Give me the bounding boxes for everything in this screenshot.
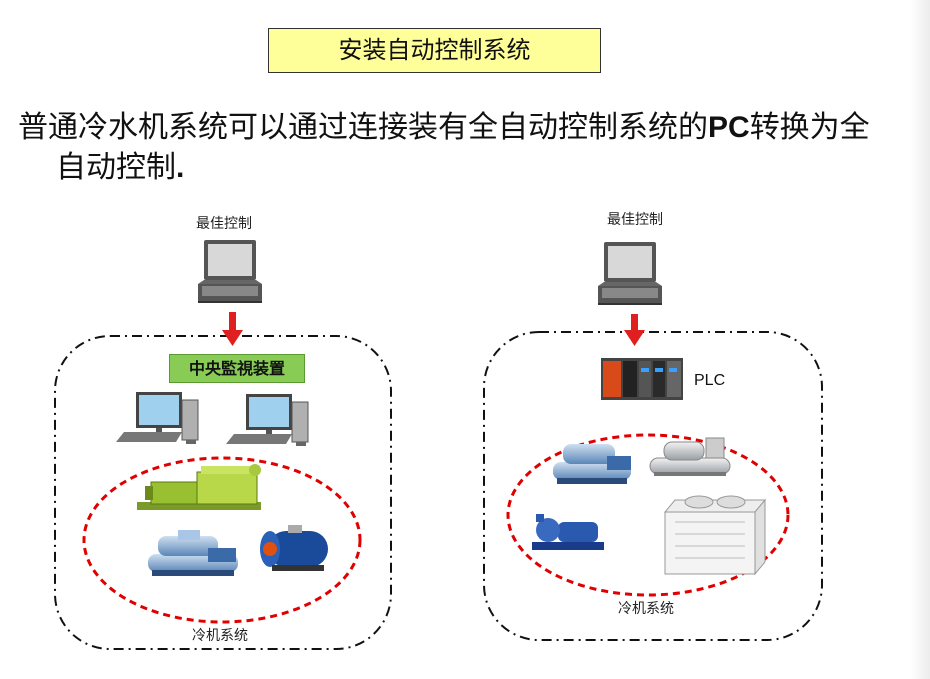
desktop-computer-icon [226,394,309,446]
pump-icon [532,514,604,550]
boiler-icon [260,525,328,571]
left-chiller-ellipse [82,456,362,624]
arrow-down-icon [624,314,645,346]
slide-title: 安装自动控制系统 [268,28,601,73]
right-bottom-label: 冷机系统 [618,601,674,617]
generator-icon [137,464,261,510]
description-mid: 转换为全 [749,110,870,145]
plc-icon [601,358,683,400]
slide-edge-shadow [910,0,930,679]
laptop-icon [598,242,662,305]
right-top-label: 最佳控制 [607,212,663,228]
cooling-tower-icon [663,495,767,576]
chiller-icon [148,530,238,576]
chiller-icon [553,444,631,484]
plc-label: PLC [694,372,726,389]
left-top-label: 最佳控制 [196,216,252,232]
right-panel-frame [483,331,823,641]
centrifugal-chiller-icon [649,437,731,476]
right-chiller-ellipse [506,433,790,597]
description-text: 普通冷水机系统可以通过连接装有全自动控制系统的PC转换为全 自动控制. [18,108,918,188]
desktop-computer-icon [116,392,199,444]
arrow-down-icon [222,312,243,346]
description-prefix: 普通冷水机系统可以通过连接装有全自动控制系统的 [18,110,708,145]
description-bold: PC [708,111,750,144]
description-line2: 自动控制 [56,150,176,185]
left-panel-frame [54,335,392,650]
left-bottom-label: 冷机系统 [192,628,248,644]
central-monitor-box: 中央監視装置 [169,354,305,383]
description-period: . [176,151,185,184]
laptop-icon [198,240,262,303]
